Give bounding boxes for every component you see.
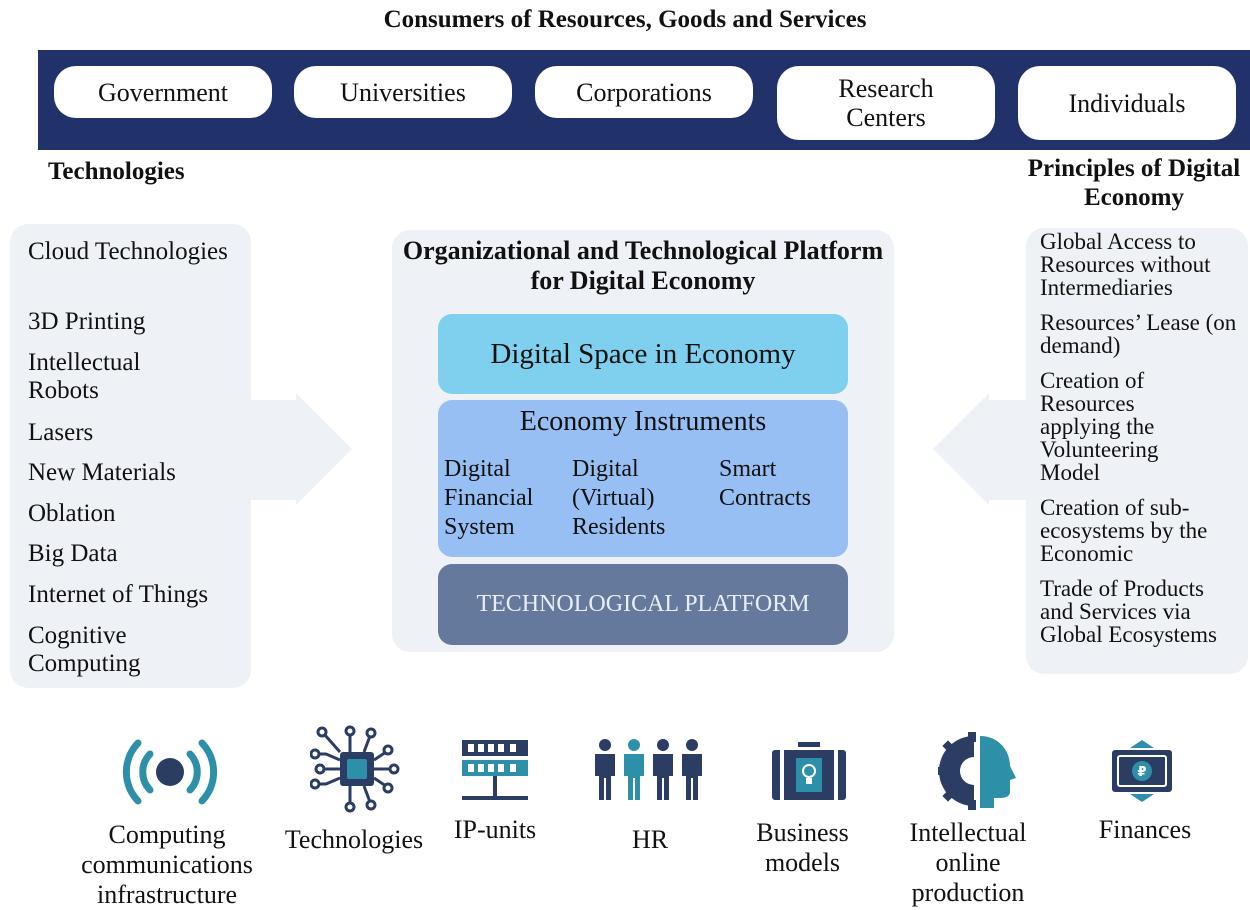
tech-item: Intellectual Robots — [28, 349, 141, 404]
tech-item: 3D Printing — [28, 308, 146, 335]
resource-label: Business models — [756, 818, 849, 877]
platform-title: Organizational and Technological Platfor… — [402, 236, 884, 295]
resource-label: Finances — [1098, 815, 1192, 844]
resource-label: Computing communications infrastructure — [81, 820, 253, 909]
principle-item: Creation of sub-ecosystems by the Econom… — [1040, 495, 1208, 566]
consumer-individuals: Individuals — [1018, 66, 1236, 140]
tech-item: New Materials — [28, 459, 176, 486]
resource-label: HR — [631, 825, 669, 854]
gear-head-icon — [938, 732, 1016, 810]
principle-item: Global Access to Resources without Inter… — [1040, 229, 1211, 300]
principle-item: Creation of Resources applying the Volun… — [1040, 368, 1159, 485]
instrument-digital-financial-system: Digital Financial System — [444, 456, 534, 540]
banknote-icon: ₽ — [1112, 740, 1172, 802]
briefcase-lightbulb-icon — [772, 742, 846, 800]
economy-instruments-title: Economy Instruments — [519, 406, 767, 437]
resource-label: IP-units — [453, 815, 537, 844]
technological-platform-box: TECHNOLOGICAL PLATFORM — [438, 564, 848, 645]
principle-item: Trade of Products and Services via Globa… — [1040, 576, 1217, 647]
circuit-chip-icon — [310, 725, 400, 813]
instrument-smart-contracts: Smart Contracts — [719, 456, 811, 511]
right-arrow-shaft — [988, 400, 1028, 500]
tech-item: Internet of Things — [28, 581, 209, 608]
server-rack-icon — [462, 740, 528, 800]
economy-instruments-box: Economy Instruments Digital Financial Sy… — [438, 400, 848, 557]
principles-heading: Principles of Digital Economy — [1027, 155, 1241, 211]
tech-item: Cloud Technologies — [28, 238, 228, 265]
technologies-heading: Technologies — [48, 158, 185, 185]
consumer-corporations: Corporations — [535, 66, 753, 118]
left-arrow-head — [296, 393, 352, 505]
consumer-universities: Universities — [294, 66, 512, 118]
consumers-title: Consumers of Resources, Goods and Servic… — [383, 6, 867, 33]
svg-text:₽: ₽ — [1137, 765, 1146, 780]
technologies-panel — [10, 224, 251, 688]
consumers-band: Government Universities Corporations Res… — [38, 50, 1250, 150]
left-arrow-shaft — [251, 400, 297, 500]
tech-item: Oblation — [28, 500, 116, 527]
tech-item: Big Data — [28, 540, 118, 567]
resource-label: Intellectual online production — [909, 818, 1027, 907]
wireless-signal-icon — [122, 739, 218, 805]
right-arrow-head — [933, 393, 989, 505]
tech-item: Lasers — [28, 419, 94, 446]
consumer-government: Government — [54, 66, 272, 118]
consumer-research-centers: Research Centers — [777, 66, 995, 140]
instrument-digital-virtual-residents: Digital (Virtual) Residents — [572, 456, 666, 540]
resource-label: Technologies — [284, 825, 424, 854]
digital-space-box: Digital Space in Economy — [438, 314, 848, 394]
principles-panel — [1026, 228, 1248, 674]
people-group-icon — [595, 739, 702, 800]
tech-item: Cognitive Computing — [28, 622, 141, 677]
principle-item: Resources’ Lease (on demand) — [1040, 310, 1237, 358]
